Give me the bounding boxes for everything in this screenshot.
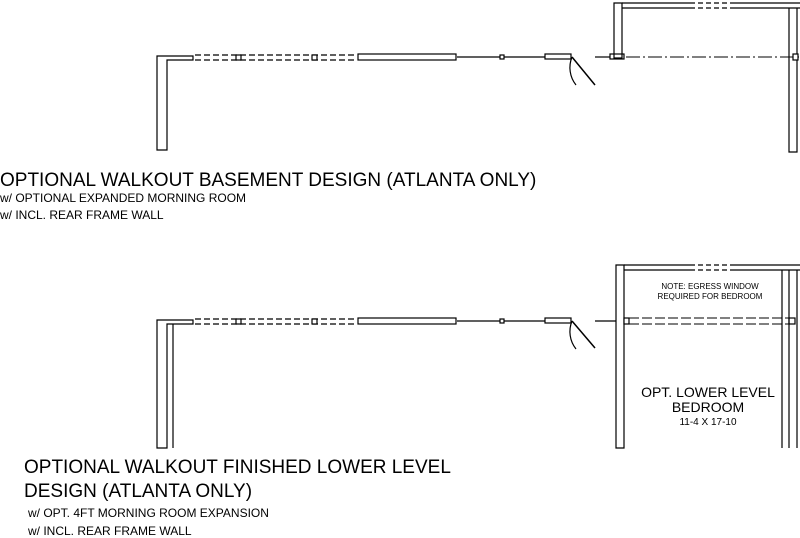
top-plan-note-2: w/ INCL. REAR FRAME WALL (0, 208, 164, 222)
bedroom-label-line-2: BEDROOM (671, 399, 745, 415)
top-plan-walls (156, 2, 800, 153)
bottom-plan-title-line-2: DESIGN (ATLANTA ONLY) (24, 481, 253, 502)
bottom-plan-note-1: w/ OPT. 4FT MORNING ROOM EXPANSION (28, 506, 269, 520)
top-plan-title: OPTIONAL WALKOUT BASEMENT DESIGN (ATLANT… (0, 170, 537, 191)
bottom-plan-title-line-1: OPTIONAL WALKOUT FINISHED LOWER LEVEL (24, 457, 451, 478)
bottom-plan-note-2: w/ INCL. REAR FRAME WALL (28, 524, 192, 538)
top-plan-note-1: w/ OPTIONAL EXPANDED MORNING ROOM (0, 191, 247, 205)
bedroom-label-line-1: OPT. LOWER LEVEL (641, 384, 775, 400)
egress-note-line-2: REQUIRED FOR BEDROOM (657, 292, 763, 301)
egress-note-line-1: NOTE: EGRESS WINDOW (661, 282, 759, 291)
bedroom-dimensions: 11-4 X 17-10 (679, 417, 737, 428)
bottom-plan-walls (156, 264, 800, 449)
